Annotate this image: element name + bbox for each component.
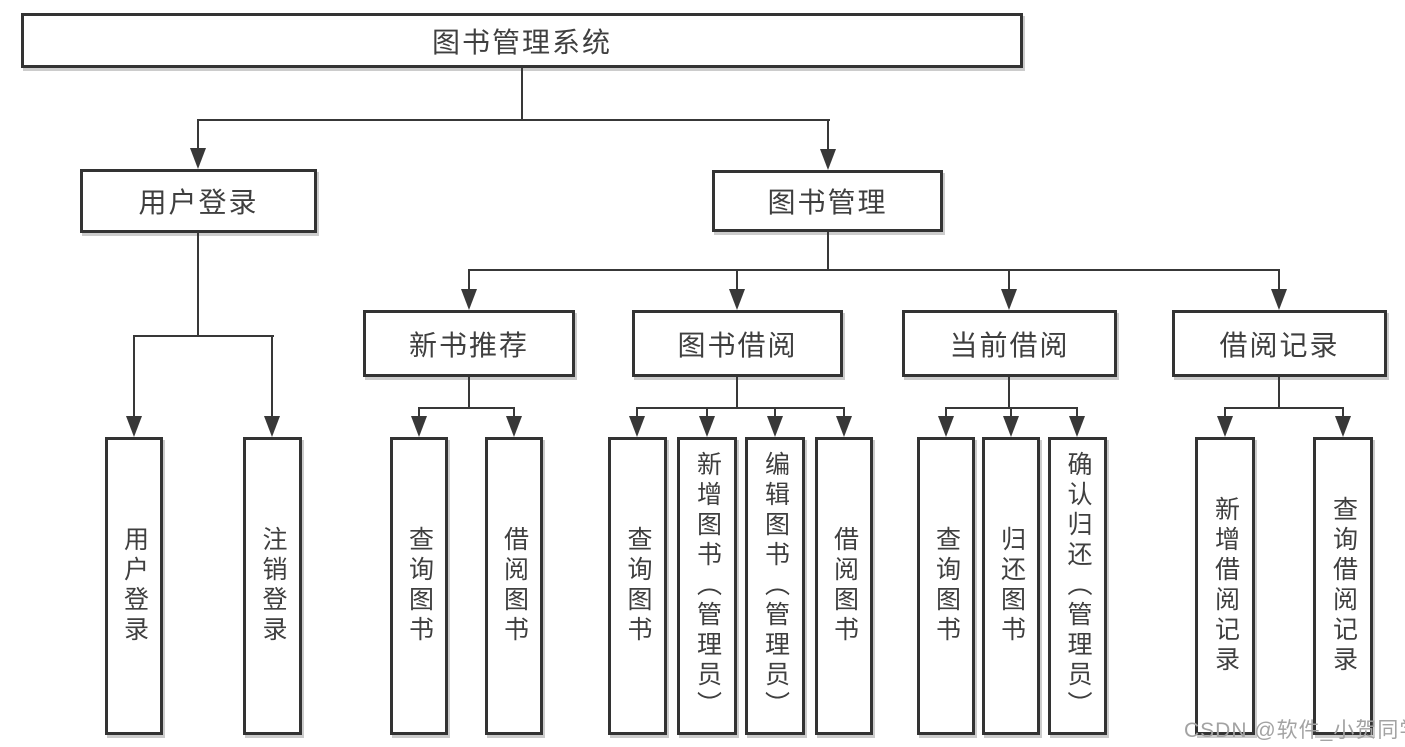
connector-section-stem [468,269,470,294]
leaf-query-borrow-record-label: 查询借阅记录 [1329,496,1358,676]
leaf-return-books-label: 归还图书 [997,526,1026,646]
connector-bookmgmt-down [827,232,829,271]
node-root-label: 图书管理系统 [431,26,612,58]
arrow-to-leaf [629,416,645,437]
connector-section4-down [1278,377,1280,409]
leaf-borrow-books-2: 借阅图书 [815,437,873,735]
connector-section-stem [1008,269,1010,294]
connector-section2-down [736,377,738,409]
node-current-borrow-label: 当前借阅 [949,329,1070,361]
arrow-to-leaf [767,416,783,437]
connector-leaf-stem [513,407,515,420]
leaf-add-borrow-record-label: 新增借阅记录 [1211,496,1240,676]
arrow-to-new-books [461,289,477,310]
arrow-to-leaf [1003,416,1019,437]
connector-userlogin-bus [133,335,274,337]
leaf-edit-books-admin-label: 编辑图书（管理员） [761,451,790,721]
connector-leaf-stem [1076,407,1078,420]
connector-section-stem [736,269,738,294]
leaf-user-login: 用户登录 [105,437,163,735]
node-borrow-records: 借阅记录 [1172,310,1387,377]
leaf-add-books-admin-label: 新增图书（管理员） [693,451,722,721]
leaf-add-borrow-record: 新增借阅记录 [1195,437,1255,735]
connector-level2-bus [198,119,830,121]
leaf-borrow-books-1: 借阅图书 [485,437,543,735]
arrow-to-leaf [1217,416,1233,437]
arrow-to-book-mgmt [820,149,836,170]
connector-userlogin-down [197,232,199,337]
leaf-edit-books-admin: 编辑图书（管理员） [745,437,805,735]
arrow-to-leaf [506,416,522,437]
node-current-borrow: 当前借阅 [902,310,1117,377]
connector-bookmgmt-stem [827,119,829,152]
arrow-to-borrow-records [1271,289,1287,310]
node-root: 图书管理系统 [21,13,1023,68]
node-borrow-records-label: 借阅记录 [1219,329,1340,361]
connector-leaf-stem [271,335,273,420]
leaf-confirm-return-admin: 确认归还（管理员） [1048,437,1107,735]
connector-leaf-stem [843,407,845,420]
arrow-to-leaf [699,416,715,437]
leaf-query-books-1-label: 查询图书 [405,526,434,646]
connector-leaf-stem [1342,407,1344,420]
leaf-add-books-admin: 新增图书（管理员） [677,437,737,735]
connector-sections-bus [468,269,1280,271]
leaf-return-books: 归还图书 [982,437,1040,735]
arrow-to-leaf-logout [264,416,280,437]
connector-section1-down [468,377,470,409]
connector-root-stem [521,68,523,121]
node-new-books: 新书推荐 [363,310,575,377]
watermark: CSDN @软件_小贺同学 [1184,719,1405,742]
leaf-query-books-3: 查询图书 [917,437,975,735]
leaf-query-books-2: 查询图书 [608,437,667,735]
leaf-query-books-1: 查询图书 [390,437,448,735]
connector-leaf-stem [774,407,776,420]
leaf-query-books-3-label: 查询图书 [932,526,961,646]
connector-leaf-stem [133,335,135,420]
leaf-query-books-2-label: 查询图书 [624,526,652,646]
node-book-borrow-label: 图书借阅 [677,329,798,361]
arrow-to-leaf [1335,416,1351,437]
node-book-mgmt-label: 图书管理 [767,187,888,218]
arrow-to-book-borrow [729,289,745,310]
leaf-logout: 注销登录 [243,437,302,735]
connector-leaf-stem [418,407,420,420]
leaf-query-borrow-record: 查询借阅记录 [1313,437,1373,735]
arrow-to-leaf-login [126,416,142,437]
connector-leaf-stem [706,407,708,420]
arrow-to-leaf [411,416,427,437]
leaf-user-login-label: 用户登录 [120,526,149,646]
node-user-login-label: 用户登录 [138,187,259,218]
node-new-books-label: 新书推荐 [408,329,529,361]
connector-leaf-stem [945,407,947,420]
arrow-to-user-login [190,148,206,169]
arrow-to-current-borrow [1001,289,1017,310]
arrow-to-leaf [836,416,852,437]
connector-leaf-stem [1010,407,1012,420]
connector-section2-bus [636,407,845,409]
leaf-logout-label: 注销登录 [259,526,287,646]
node-user-login: 用户登录 [80,169,317,233]
arrow-to-leaf [938,416,954,437]
node-book-mgmt: 图书管理 [712,170,943,232]
arrow-to-leaf [1069,416,1085,437]
connector-section1-bus [418,407,515,409]
connector-leaf-stem [1224,407,1226,420]
leaf-borrow-books-1-label: 借阅图书 [500,526,529,646]
leaf-confirm-return-admin-label: 确认归还（管理员） [1064,451,1092,721]
node-book-borrow: 图书借阅 [632,310,843,377]
connector-leaf-stem [636,407,638,420]
connector-userlogin-stem [197,119,199,152]
connector-section3-down [1008,377,1010,409]
connector-section-stem [1278,269,1280,294]
leaf-borrow-books-2-label: 借阅图书 [830,526,859,646]
connector-section4-bus [1224,407,1344,409]
